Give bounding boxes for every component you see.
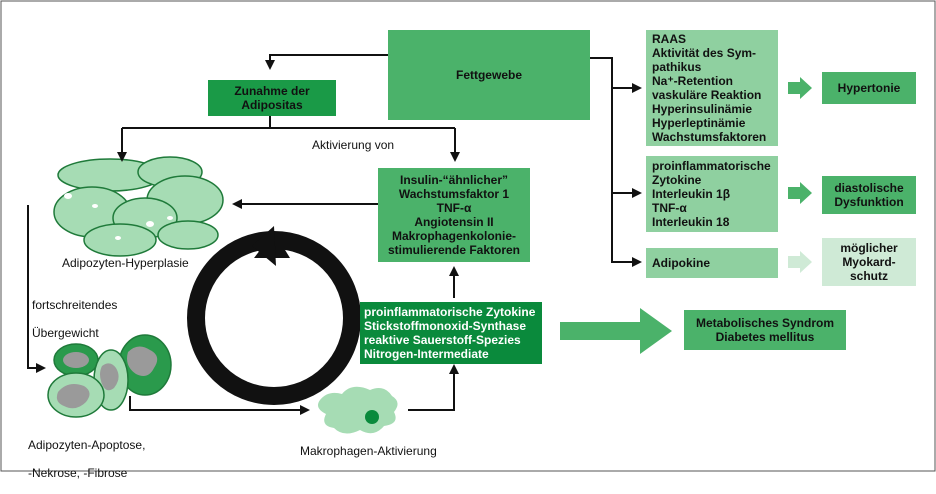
aktivierung-label: Aktivierung von bbox=[312, 138, 395, 152]
proinflam-line-4: Nitrogen-Intermediate bbox=[364, 347, 489, 361]
frame-border bbox=[0, 0, 936, 472]
diastolisch-line-2: Dysfunktion bbox=[834, 195, 904, 209]
raas-line-2: Aktivität des Sym- bbox=[652, 46, 757, 60]
insulin-factors-box: Insulin-“ähnlicher” Wachstumsfaktor 1 TN… bbox=[378, 168, 530, 262]
insulin-line-1: Insulin-“ähnlicher” bbox=[399, 173, 508, 187]
insulin-line-4: Angiotensin II bbox=[414, 215, 494, 229]
apoptotic-cells-icon bbox=[47, 334, 172, 418]
zytokine-line-4: TNF-α bbox=[652, 201, 687, 215]
fortschreitend-line-2: Übergewicht bbox=[32, 326, 99, 340]
insulin-line-6: stimulierende Faktoren bbox=[387, 243, 521, 257]
apoptose-label: Adipozyten-Apoptose, -Nekrose, -Fibrose bbox=[28, 424, 145, 494]
myokard-line-1: möglicher bbox=[840, 241, 898, 255]
myokard-line-3: schutz bbox=[849, 269, 888, 283]
proinflammatory-box: proinflammatorische Zytokine Stickstoffm… bbox=[360, 302, 542, 364]
proinflam-line-1: proinflammatorische Zytokine bbox=[364, 305, 536, 319]
insulin-line-5: Makrophagenkolonie- bbox=[391, 229, 516, 243]
raas-line-6: Hyperinsulinämie bbox=[652, 102, 753, 116]
diastolische-box: diastolische Dysfunktion bbox=[822, 176, 916, 214]
zytokine-line-5: Interleukin 18 bbox=[652, 215, 730, 229]
raas-line-4: Na⁺-Retention bbox=[652, 74, 733, 88]
connector-arrows bbox=[27, 54, 642, 415]
fettgewebe-box: Fettgewebe bbox=[388, 30, 590, 120]
block-arrows bbox=[560, 77, 812, 354]
myokard-line-2: Myokard- bbox=[842, 255, 896, 269]
proinflam-line-3: reaktive Sauerstoff-Spezies bbox=[364, 333, 521, 347]
raas-line-5: vaskuläre Reaktion bbox=[652, 88, 762, 102]
hypertonie-box: Hypertonie bbox=[822, 72, 916, 104]
metabolisch-line-1: Metabolisches Syndrom bbox=[695, 316, 835, 330]
macrophage-icon bbox=[318, 386, 398, 434]
diastolisch-line-1: diastolische bbox=[834, 181, 904, 195]
proinflam-line-2: Stickstoffmonoxid-Synthase bbox=[364, 319, 527, 333]
metabolisch-line-2: Diabetes mellitus bbox=[715, 330, 815, 344]
zunahme-line-2: Adipositas bbox=[241, 98, 303, 112]
raas-line-7: Hyperleptinämie bbox=[652, 116, 746, 130]
zytokine-line-1: proinflammatorische bbox=[652, 159, 771, 173]
insulin-line-2: Wachstumsfaktor 1 bbox=[398, 187, 510, 201]
zytokine-box: proinflammatorische Zytokine Interleukin… bbox=[646, 156, 778, 232]
cycle-ring-icon bbox=[187, 226, 361, 405]
zunahme-line-1: Zunahme der bbox=[234, 84, 310, 98]
adipocyte-cluster-icon bbox=[53, 156, 224, 257]
adipokine-box: Adipokine bbox=[646, 248, 778, 278]
raas-line-1: RAAS bbox=[652, 32, 687, 46]
apoptose-line-1: Adipozyten-Apoptose, bbox=[28, 438, 146, 452]
hypertonie-label: Hypertonie bbox=[837, 81, 901, 95]
myokardschutz-box: möglicher Myokard- schutz bbox=[822, 238, 916, 286]
zytokine-line-3: Interleukin 1β bbox=[652, 187, 731, 201]
fortschreitendes-label: fortschreitendes Übergewicht bbox=[32, 284, 117, 354]
zunahme-box: Zunahme der Adipositas bbox=[208, 80, 336, 116]
adipokine-label: Adipokine bbox=[652, 256, 711, 270]
raas-box: RAAS Aktivität des Sym- pathikus Na⁺-Ret… bbox=[646, 30, 778, 146]
diagram-canvas: Fettgewebe Zunahme der Adipositas Aktivi… bbox=[0, 0, 936, 480]
insulin-line-3: TNF-α bbox=[436, 201, 472, 215]
makrophagen-label: Makrophagen-Aktivierung bbox=[300, 444, 437, 458]
zytokine-line-2: Zytokine bbox=[652, 173, 702, 187]
fettgewebe-label: Fettgewebe bbox=[455, 68, 522, 82]
hyperplasie-label: Adipozyten-Hyperplasie bbox=[62, 256, 189, 270]
metabolisches-syndrom-box: Metabolisches Syndrom Diabetes mellitus bbox=[684, 310, 846, 350]
fortschreitend-line-1: fortschreitendes bbox=[32, 298, 118, 312]
raas-line-8: Wachstumsfaktoren bbox=[652, 130, 767, 144]
raas-line-3: pathikus bbox=[652, 60, 702, 74]
diagram-graphics bbox=[0, 0, 936, 472]
apoptose-line-2: -Nekrose, -Fibrose bbox=[28, 466, 128, 480]
